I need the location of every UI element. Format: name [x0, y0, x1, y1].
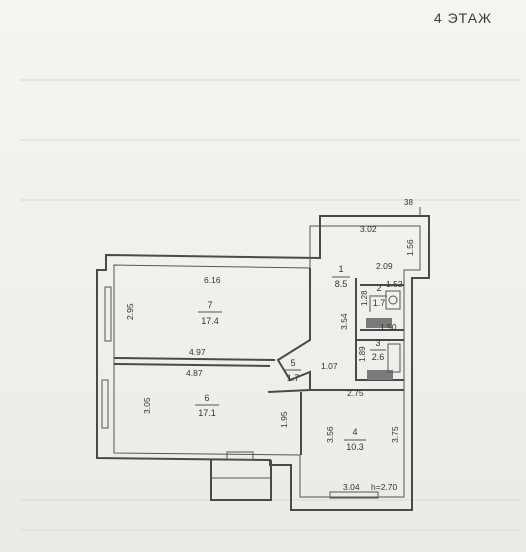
room-1-number: 1 — [338, 264, 343, 274]
ceiling-height: h=2.70 — [371, 482, 398, 492]
room-labels: 1 8.5 2 1.7 3 2.6 4 10.3 5 1.7 6 17.1 7 … — [195, 264, 387, 452]
room-7-area: 17.4 — [201, 316, 219, 326]
dim-107: 1.07 — [321, 361, 338, 371]
dim-128: 1.28 — [360, 290, 369, 306]
dim-38: 38 — [404, 198, 413, 207]
sink-icon — [366, 318, 392, 328]
window-markers — [101, 286, 379, 499]
room-6-area: 17.1 — [198, 408, 216, 418]
room-3-number: 3 — [375, 338, 380, 348]
room-2-area: 1.7 — [373, 298, 386, 308]
dim-150: 1.50 — [380, 322, 397, 332]
dim-295: 2.95 — [125, 303, 135, 320]
dim-275: 2.75 — [347, 388, 364, 398]
room-5-area: 1.7 — [287, 373, 300, 383]
plumbing-fixtures — [366, 290, 401, 380]
floor-label: 4 ЭТАЖ — [433, 10, 492, 26]
outer-walls — [96, 215, 430, 511]
bathtub-icon — [387, 343, 401, 373]
dim-152: 1.52 — [386, 279, 403, 289]
dim-304: 3.04 — [343, 482, 360, 492]
dim-209: 2.09 — [376, 261, 393, 271]
dim-356: 3.56 — [325, 426, 335, 443]
room-3-area: 2.6 — [372, 352, 385, 362]
dim-487: 4.87 — [186, 368, 203, 378]
dim-497: 4.97 — [189, 347, 206, 357]
dim-354: 3.54 — [339, 313, 349, 330]
dim-156: 1.56 — [405, 239, 415, 256]
toilet-icon — [385, 290, 401, 310]
room-4-number: 4 — [352, 427, 357, 437]
bath-counter-icon — [367, 370, 393, 380]
room-4-area: 10.3 — [346, 442, 364, 452]
dim-375: 3.75 — [390, 426, 400, 443]
dim-302: 3.02 — [360, 224, 377, 234]
room-2-number: 2 — [376, 283, 381, 293]
room-5-number: 5 — [290, 358, 295, 368]
dim-189: 1.89 — [358, 346, 367, 362]
room-1-area: 8.5 — [335, 279, 348, 289]
dimension-labels: 38 3.02 1.56 2.09 1.52 1.28 3.54 1.50 1.… — [125, 198, 421, 492]
dim-195: 1.95 — [279, 411, 289, 428]
room-6-number: 6 — [204, 393, 209, 403]
room-7-number: 7 — [207, 300, 212, 310]
dim-305: 3.05 — [142, 397, 152, 414]
dim-616: 6.16 — [204, 275, 221, 285]
